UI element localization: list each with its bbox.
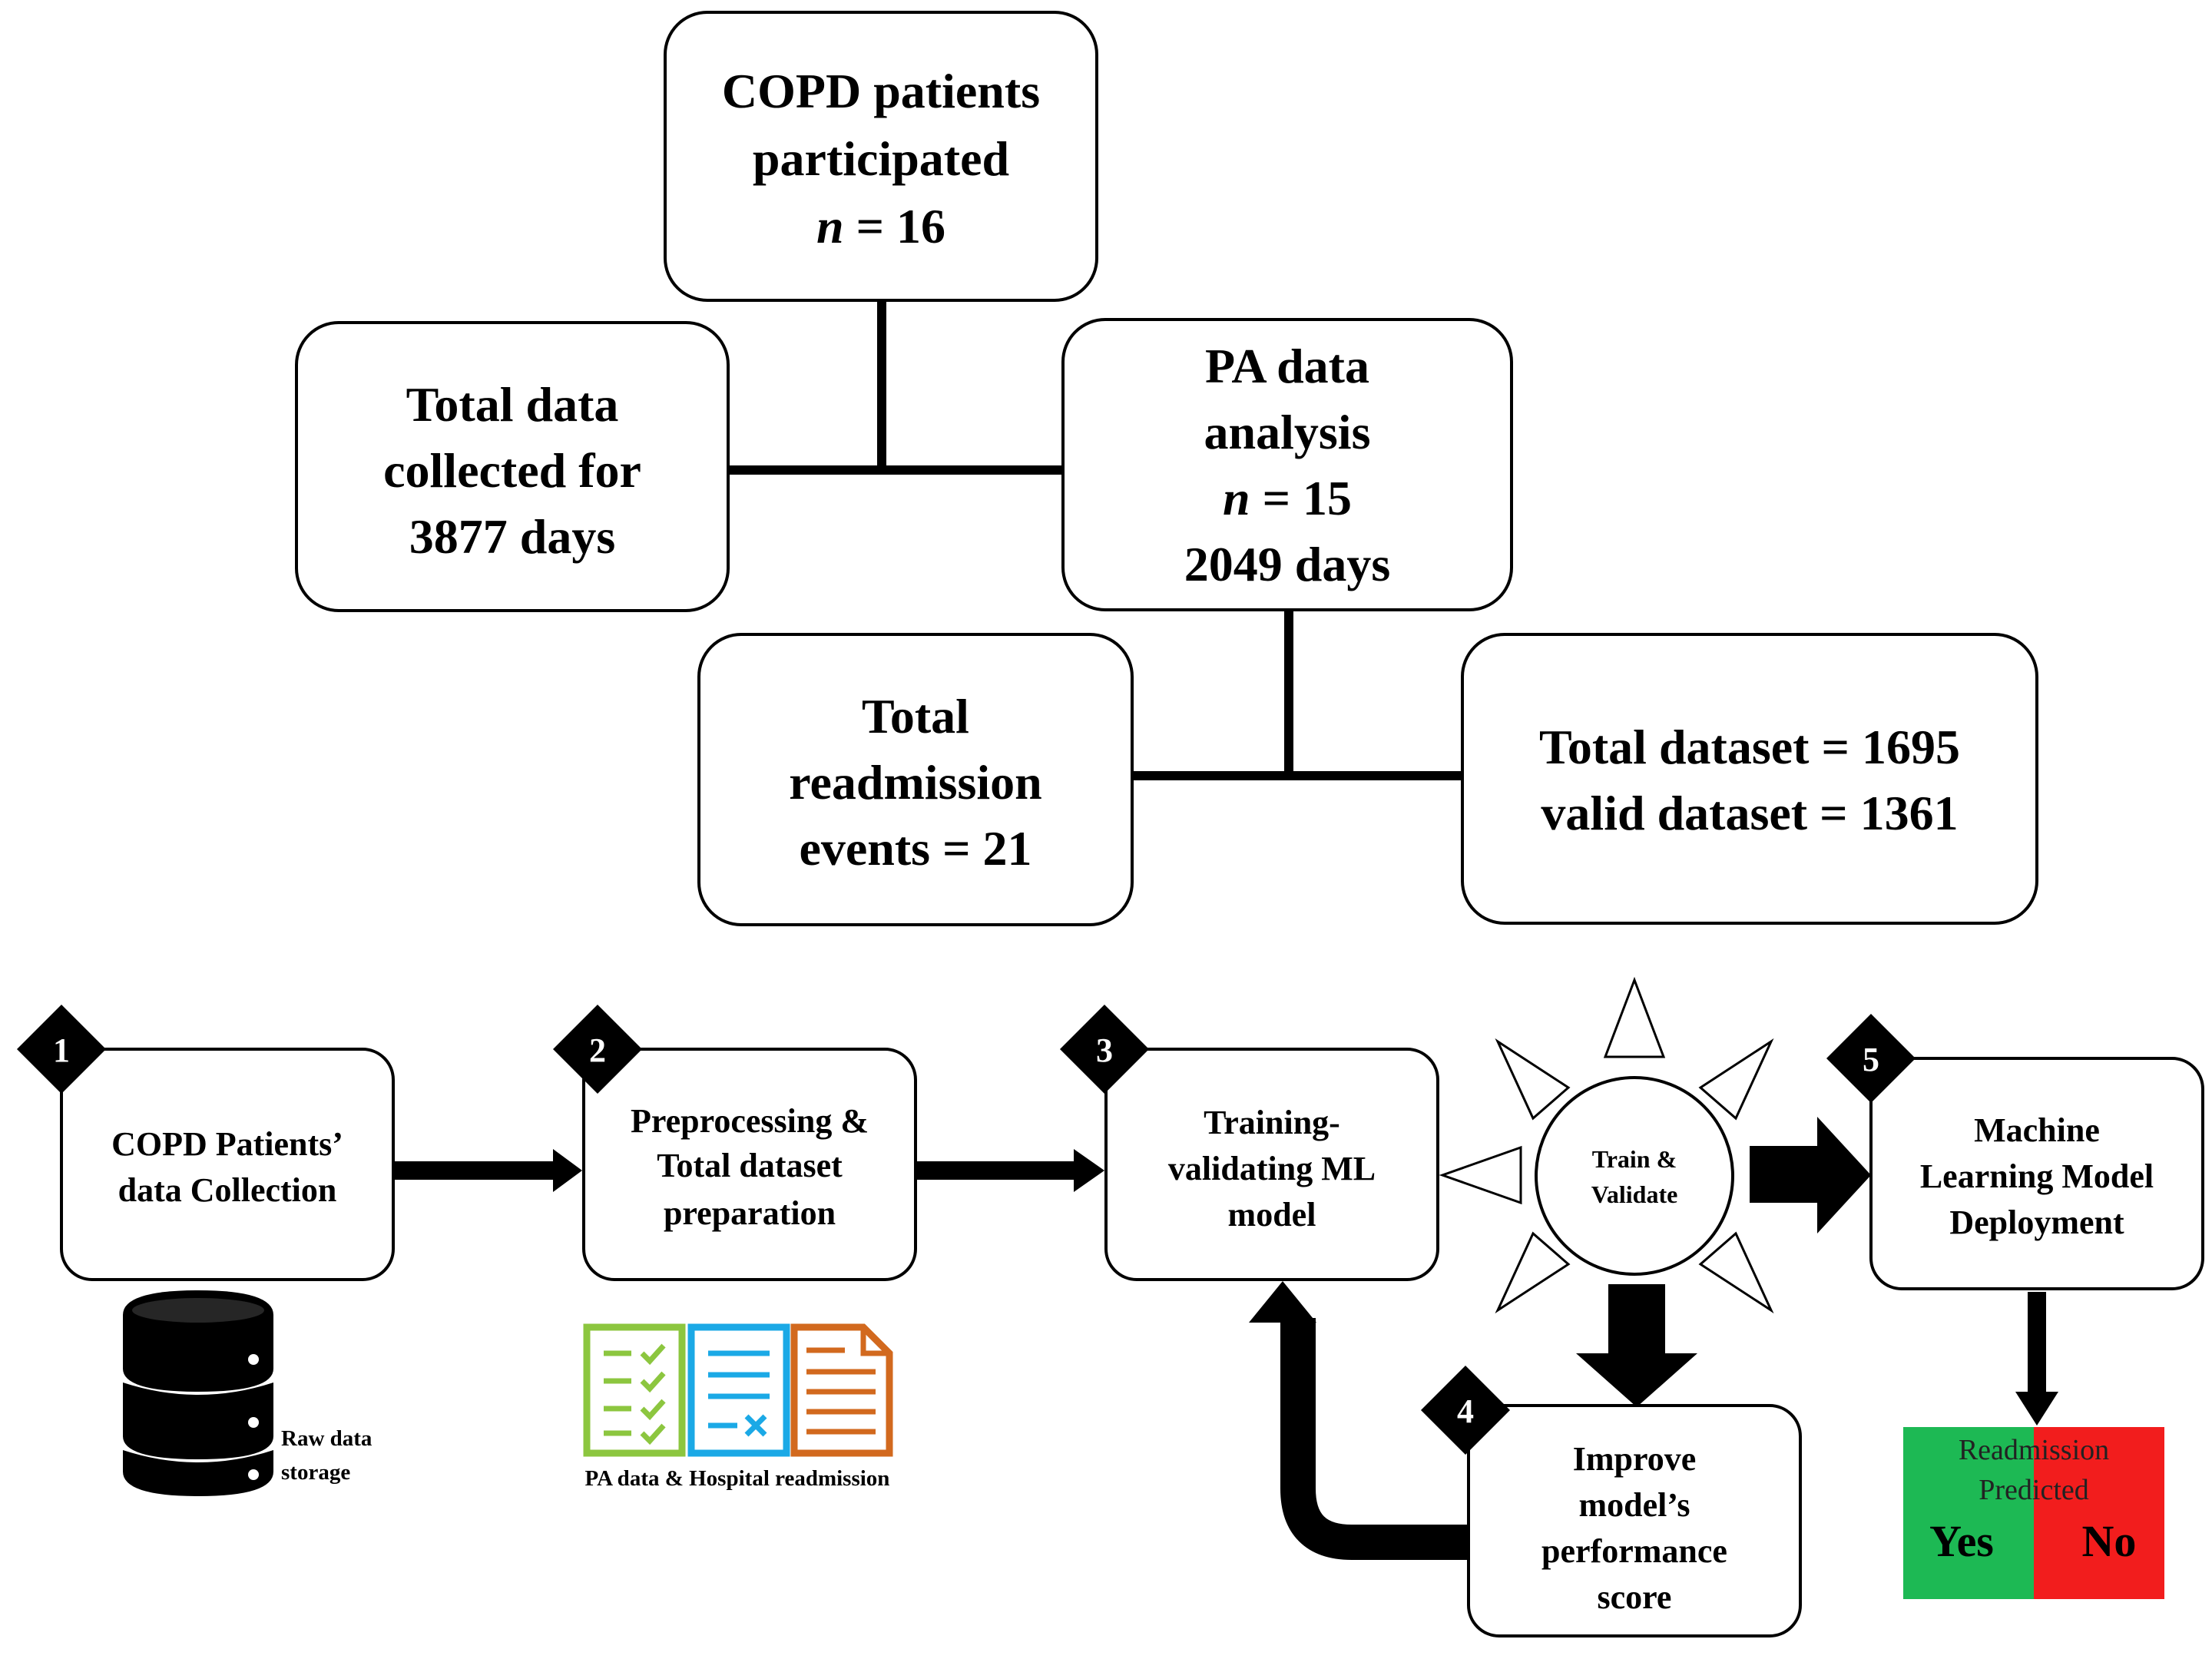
step1-line2: data Collection	[118, 1171, 337, 1209]
total-data-line1: Total data	[406, 377, 619, 432]
database-icon	[123, 1290, 273, 1496]
patients-n: n= 16	[816, 199, 945, 253]
step4-line4: score	[1598, 1578, 1672, 1616]
report-document-icon	[790, 1323, 893, 1457]
step1-box: COPD Patients’ data Collection	[60, 1048, 395, 1281]
step1-to-step2-arrow	[392, 1149, 582, 1192]
output-line2: Predicted	[1979, 1474, 2089, 1506]
step3-line2: validating ML	[1168, 1150, 1376, 1187]
readmission-line1: Total	[862, 689, 969, 743]
step4-number: 4	[1457, 1392, 1474, 1430]
step3-badge: 3	[1060, 1005, 1149, 1094]
step3-line3: model	[1228, 1196, 1316, 1233]
step2-line1: Preprocessing &	[631, 1102, 869, 1140]
output-line1: Readmission	[1959, 1434, 2109, 1466]
step5-to-output-arrow	[2015, 1292, 2058, 1426]
form-document-icon	[687, 1323, 790, 1457]
step3-number: 3	[1096, 1031, 1113, 1069]
readmission-line2: readmission	[789, 755, 1042, 810]
step1-number: 1	[53, 1031, 70, 1069]
sun-rays	[1439, 976, 1774, 1314]
no-panel	[2034, 1427, 2164, 1599]
train-to-step4-arrow	[1576, 1284, 1697, 1407]
readmission-box: Total readmission events = 21	[697, 633, 1134, 926]
raw-storage-line1: Raw data	[281, 1426, 373, 1451]
total-data-line2: collected for	[383, 443, 641, 498]
step4-line2: model’s	[1578, 1486, 1690, 1524]
step1-badge: 1	[17, 1005, 106, 1094]
step5-number: 5	[1863, 1041, 1879, 1078]
step1-line1: COPD Patients’	[111, 1125, 343, 1163]
docs-caption: PA data & Hospital readmission	[585, 1466, 890, 1491]
step5-line2: Learning Model	[1920, 1157, 2154, 1195]
step3-box: Training- validating ML model	[1104, 1048, 1439, 1281]
train-validate-line2: Validate	[1591, 1181, 1678, 1208]
step2-line2: Total dataset	[657, 1147, 843, 1184]
output-no: No	[2082, 1516, 2137, 1566]
raw-storage-line2: storage	[281, 1460, 350, 1485]
patients-line1: COPD patients	[722, 64, 1040, 118]
output-yes: Yes	[1929, 1516, 1994, 1566]
dataset-box: Total dataset = 1695 valid dataset = 136…	[1461, 633, 2038, 925]
train-validate-line1: Train &	[1592, 1145, 1677, 1173]
step5-box: Machine Learning Model Deployment	[1869, 1057, 2204, 1290]
pa-analysis-line2: analysis	[1204, 405, 1371, 459]
dataset-line2: valid dataset = 1361	[1541, 786, 1958, 840]
dataset-line1: Total dataset = 1695	[1539, 720, 1960, 774]
pa-analysis-line4: 2049 days	[1184, 537, 1391, 591]
step2-box: Preprocessing & Total dataset preparatio…	[582, 1048, 917, 1281]
readmission-line3: events = 21	[799, 821, 1031, 876]
step5-line1: Machine	[1974, 1111, 2100, 1149]
pa-analysis-n: n= 15	[1223, 471, 1352, 525]
step2-number: 2	[589, 1031, 606, 1069]
step4-line3: performance	[1541, 1532, 1727, 1570]
total-data-line3: 3877 days	[409, 509, 616, 564]
step2-to-step3-arrow	[914, 1149, 1104, 1192]
step3-line1: Training-	[1204, 1104, 1340, 1141]
step5-badge: 5	[1826, 1014, 1916, 1103]
step5-line3: Deployment	[1949, 1204, 2124, 1241]
total-data-box: Total data collected for 3877 days	[295, 321, 730, 612]
patients-box: COPD patients participated n= 16	[664, 11, 1098, 302]
train-validate-sun: Train & Validate	[1439, 976, 1774, 1314]
step4-line1: Improve	[1573, 1440, 1697, 1478]
prediction-output: Readmission Predicted Yes No	[1903, 1427, 2164, 1599]
pa-analysis-line1: PA data	[1205, 339, 1369, 393]
train-to-step5-arrow	[1750, 1117, 1871, 1233]
checklist-document-icon	[583, 1323, 686, 1457]
patients-line2: participated	[753, 131, 1009, 186]
step4-box: Improve model’s performance score	[1467, 1404, 1802, 1637]
step4-to-step3-feedback-arrow	[1249, 1281, 1473, 1560]
yes-panel	[1903, 1427, 2034, 1599]
top-connectors	[728, 301, 1465, 780]
step4-badge: 4	[1421, 1366, 1510, 1455]
pa-analysis-box: PA data analysis n= 15 2049 days	[1061, 318, 1513, 611]
step2-line3: preparation	[664, 1194, 836, 1232]
step2-badge: 2	[553, 1005, 642, 1094]
